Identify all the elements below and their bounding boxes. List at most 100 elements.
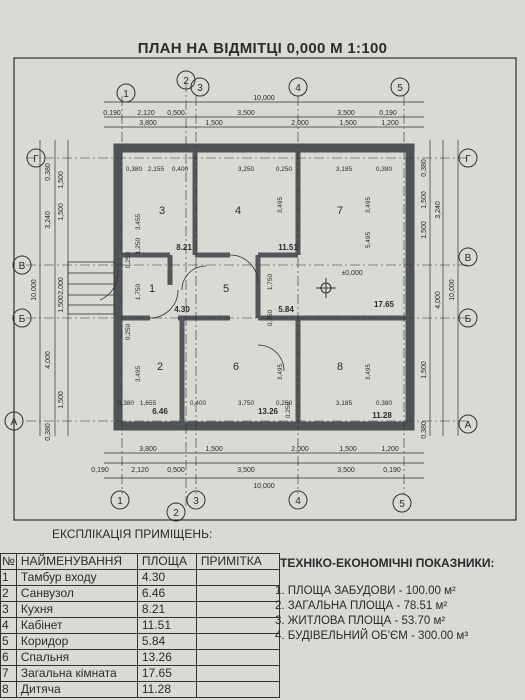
dim-top: 3,800 [139,120,157,127]
dim-interior: 0,250 [285,401,292,418]
cell-name: Кухня [15,601,138,618]
room-number: 3 [159,205,165,217]
cell-note [195,633,280,650]
axis-letter-right: В [465,253,472,264]
room-area: 11.51 [278,243,298,252]
dim-interior: 0,250 [125,251,132,268]
dim-top: 0,190 [379,110,397,117]
dim-interior: 3,495 [277,363,284,380]
room-area: 4.30 [174,305,190,314]
cell-name: Тамбур входу [15,569,138,586]
cell-area: 11.51 [136,617,197,634]
dim-bottom: 2,120 [131,467,149,474]
col-number: № [0,553,17,570]
cell-number: 8 [0,681,17,698]
dim-right: 3,240 [435,201,442,219]
room-number: 5 [223,283,229,295]
cell-area: 6.46 [136,585,197,602]
axis-letter-right: А [465,420,472,431]
dim-bottom: 0,500 [167,467,185,474]
axis-markers [4,70,478,522]
col-note: ПРИМІТКА [195,553,280,570]
dim-interior: 3,185 [336,400,353,407]
room-number: 6 [233,361,239,373]
dim-interior: 1,250 [135,237,142,254]
dim-interior: 0,400 [190,400,207,407]
dim-right: 1,500 [421,361,428,379]
room-area: 5.84 [278,305,294,314]
dim-bottom: 0,190 [383,467,401,474]
dim-interior: 3,495 [365,196,372,213]
dim-left: 1,500 [58,295,65,313]
room-number: 8 [337,361,343,373]
room-number: 7 [337,205,343,217]
tech-item: 2. ЗАГАЛЬНА ПЛОЩА - 78.51 м² [275,600,448,612]
dim-top: 3,500 [337,110,355,117]
axis-number-bottom: 1 [117,496,123,507]
dim-interior: 3,750 [238,400,255,407]
cell-name: Коридор [15,633,138,650]
axis-letter-right: Б [465,314,472,325]
outer-walls [113,143,415,431]
cell-note [195,569,280,586]
dim-top: 1,500 [205,120,223,127]
dim-interior: 3,495 [365,363,372,380]
dim-left: 1,500 [58,203,65,221]
cell-name: Дитяча [15,681,138,698]
dim-interior: 3,455 [135,213,142,230]
axis-number-bottom: 5 [399,499,405,510]
axis-letter-left: В [19,261,26,272]
axis-letter-left: Г [33,154,39,165]
axis-number-top: 5 [397,83,403,94]
door-swings [99,254,285,372]
cell-note [195,617,280,634]
dim-right: 4,000 [435,291,442,309]
col-name: НАЙМЕНУВАННЯ [15,553,138,570]
axis-number-bottom: 3 [193,496,199,507]
dim-left: 1,500 [58,391,65,409]
cell-area: 11.28 [136,681,197,698]
dim-bottom: 1,500 [205,446,223,453]
plan-title: ПЛАН НА ВІДМІТЦІ 0,000 М 1:100 [137,40,388,57]
cell-note [195,681,280,698]
dim-right: 1,500 [421,191,428,209]
level-marker-icon [316,278,336,298]
cell-note [195,649,280,666]
cell-name: Загальна кімната [15,665,138,682]
dim-interior: 0,250 [267,309,274,326]
axis-number-bottom: 4 [295,496,301,507]
dim-left: 2,000 [58,277,65,295]
dim-interior: 0,380 [376,166,393,173]
cell-note [195,601,280,618]
axis-letter-left: А [11,417,18,428]
dim-interior: 3,495 [277,196,284,213]
cell-name: Кабінет [15,617,138,634]
dim-interior: 1,750 [267,273,274,290]
cell-area: 8.21 [136,601,197,618]
room-area: 8.21 [176,243,192,252]
dim-top: 3,500 [237,110,255,117]
cell-note [195,665,280,682]
dimension-lines [39,101,459,479]
axis-letter-right: Г [465,154,471,165]
dim-bottom: 1,200 [381,446,399,453]
dim-interior: 3,185 [336,166,353,173]
dim-bottom: 3,500 [337,467,355,474]
dim-interior: 2,155 [148,166,165,173]
dim-interior: 0,380 [126,166,143,173]
dim-top-total: 10,000 [253,95,275,102]
cell-name: Санвузол [15,585,138,602]
cell-area: 13.26 [136,649,197,666]
cell-area: 4.30 [136,569,197,586]
cell-number: 5 [0,633,17,650]
